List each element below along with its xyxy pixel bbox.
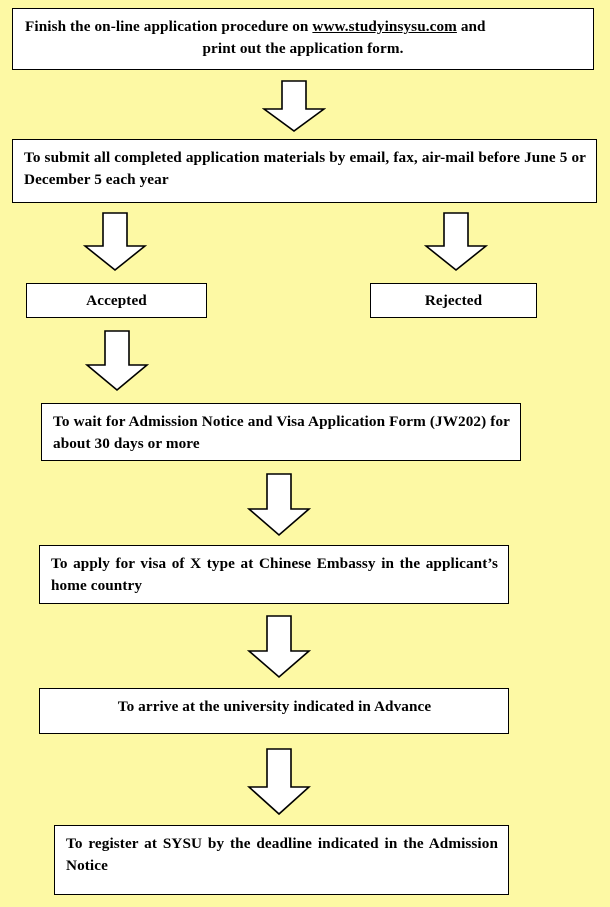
down-arrow-icon: [424, 212, 488, 272]
wait-admission-notice-text: To wait for Admission Notice and Visa Ap…: [53, 413, 510, 452]
accepted-label: Accepted: [86, 292, 147, 309]
accepted-box: Accepted: [26, 283, 207, 318]
submit-materials-text: To submit all completed application mate…: [24, 149, 586, 188]
online-application-text: Finish the on-line application procedure…: [13, 9, 593, 65]
down-arrow-shape: [247, 473, 311, 537]
submit-materials-box: To submit all completed application mate…: [12, 139, 597, 203]
online-application-suffix: and: [456, 18, 486, 35]
online-application-box: Finish the on-line application procedure…: [12, 8, 594, 70]
register-sysu-text: To register at SYSU by the deadline indi…: [66, 835, 498, 874]
apply-visa-box: To apply for visa of X type at Chinese E…: [39, 545, 509, 604]
studyinsysu-link[interactable]: www.studyinsysu.com: [312, 18, 457, 35]
down-arrow-shape: [424, 212, 488, 272]
online-application-line1: Finish the on-line application procedure…: [25, 16, 581, 38]
down-arrow-shape: [262, 80, 326, 132]
online-application-prefix: Finish the on-line application procedure…: [25, 18, 313, 35]
down-arrow-shape: [247, 748, 311, 816]
down-arrow-icon: [262, 80, 326, 133]
arrive-university-box: To arrive at the university indicated in…: [39, 688, 509, 734]
down-arrow-icon: [85, 330, 149, 392]
online-application-line2: print out the application form.: [202, 39, 404, 57]
arrive-university-text: To arrive at the university indicated in…: [117, 698, 432, 715]
down-arrow-shape: [83, 212, 147, 272]
register-sysu-box: To register at SYSU by the deadline indi…: [54, 825, 509, 895]
down-arrow-shape: [85, 330, 149, 392]
down-arrow-icon: [247, 748, 311, 816]
down-arrow-icon: [247, 615, 311, 679]
apply-visa-text: To apply for visa of X type at Chinese E…: [51, 555, 498, 594]
wait-admission-notice-box: To wait for Admission Notice and Visa Ap…: [41, 403, 521, 461]
down-arrow-shape: [247, 615, 311, 679]
rejected-label: Rejected: [424, 292, 483, 309]
down-arrow-icon: [83, 212, 147, 272]
down-arrow-icon: [247, 473, 311, 537]
rejected-box: Rejected: [370, 283, 537, 318]
